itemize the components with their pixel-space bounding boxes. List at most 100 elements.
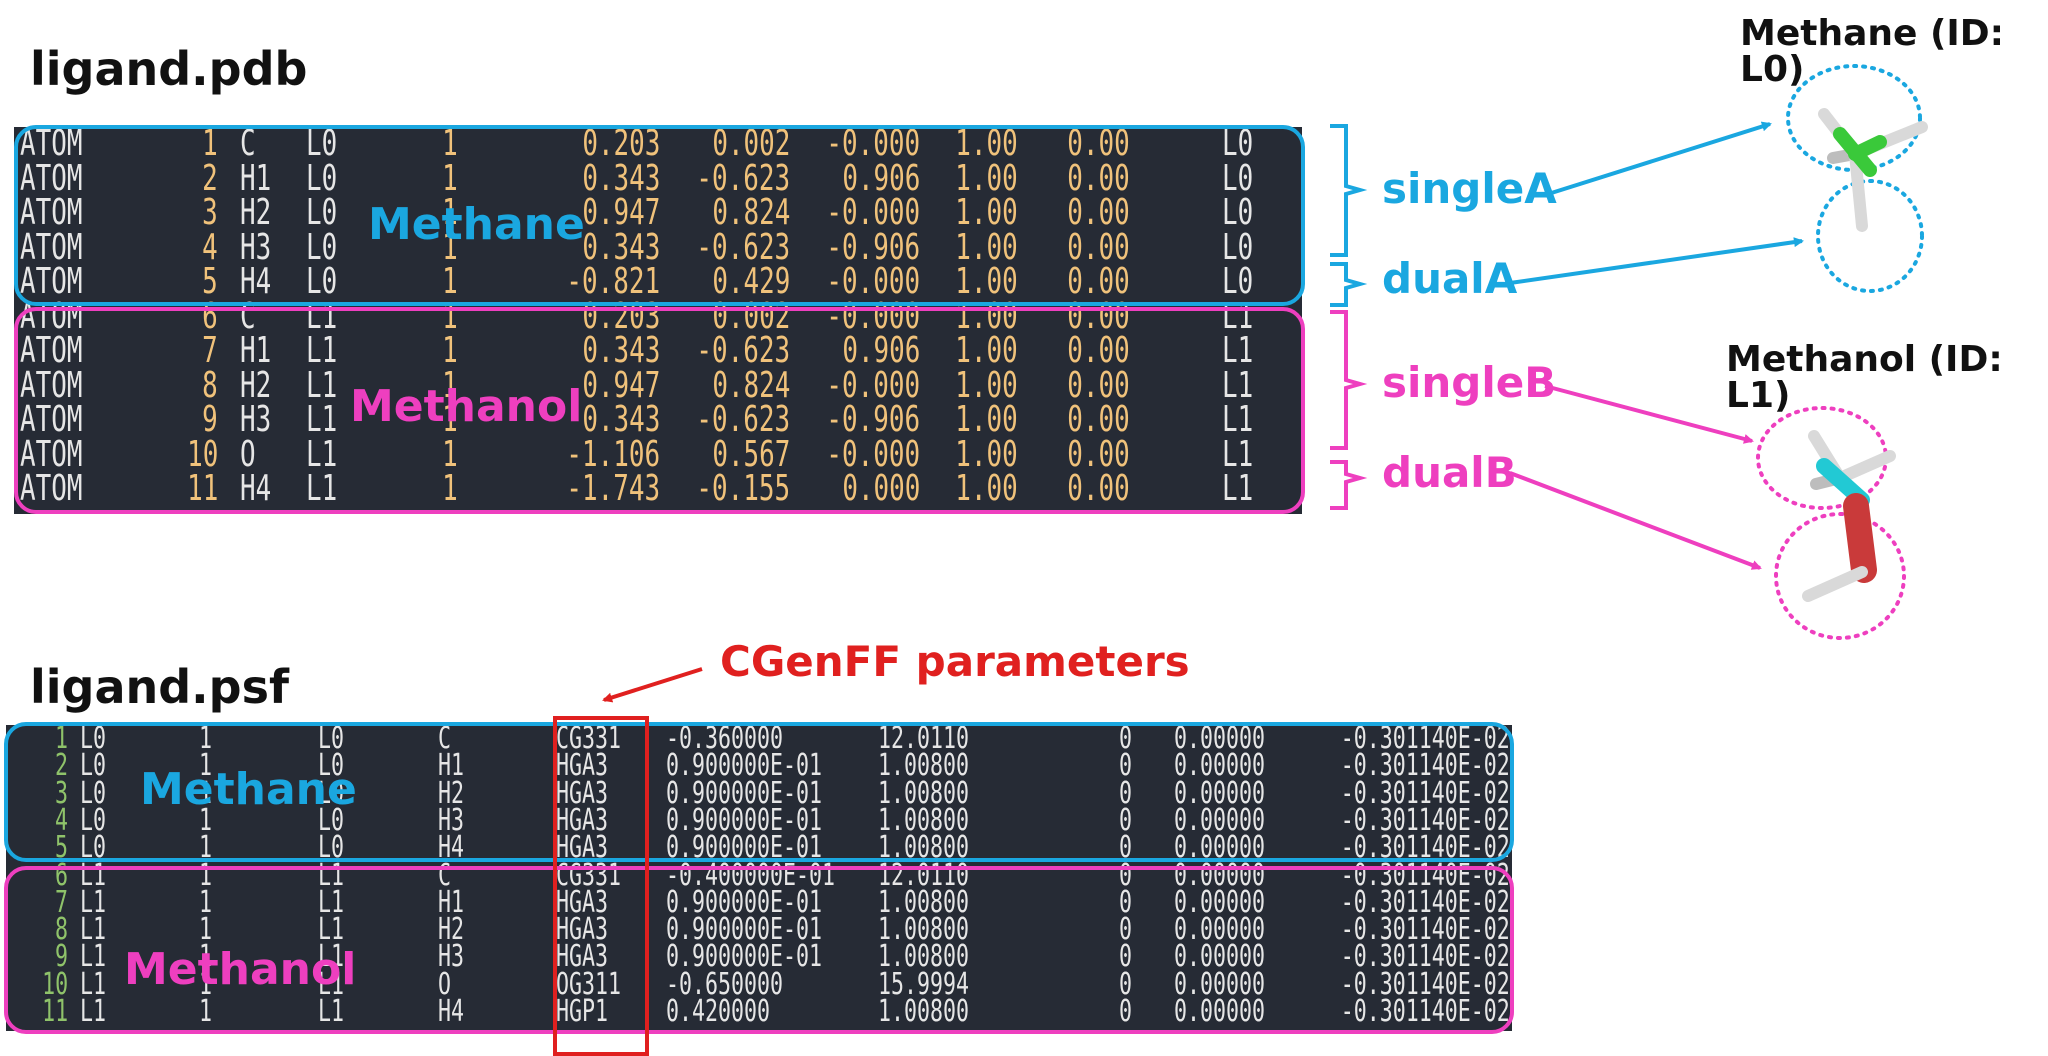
pdb-y-cell: 0.429 [711, 261, 790, 302]
psf-f1-cell: 0.00000 [1174, 830, 1266, 866]
psf-f2-cell: -0.301140E-02 [1340, 966, 1510, 1002]
pdb-occ-cell: 1.00 [955, 192, 1018, 233]
pdb-occ-cell: 1.00 [955, 468, 1018, 509]
psf-charge-cell: -0.400000E-01 [666, 857, 836, 893]
dualB-brace [1330, 460, 1368, 510]
psf-resname-cell: L1 [318, 884, 345, 920]
pdb-x-cell: 0.947 [581, 192, 660, 233]
psf-seg-cell: L1 [80, 966, 107, 1002]
pdb-res-cell: L1 [306, 330, 338, 371]
psf-f2-cell: -0.301140E-02 [1340, 994, 1510, 1029]
psf-mass-cell: 1.00800 [878, 775, 970, 811]
pdb-resseq-cell: 1 [442, 192, 458, 233]
psf-f2-cell: -0.301140E-02 [1340, 830, 1510, 866]
pdb-y-cell: -0.623 [696, 399, 790, 440]
psf-idx-cell: 1 [54, 725, 68, 756]
psf-resname-cell: L0 [318, 802, 345, 838]
psf-f2-cell: -0.301140E-02 [1340, 884, 1510, 920]
pdb-y-cell: 0.567 [711, 433, 790, 475]
psf-f1-cell: 0.00000 [1174, 939, 1266, 975]
psf-seg-cell: L1 [80, 939, 107, 975]
psf-imove-cell: 0 [1118, 884, 1132, 920]
pdb-resseq-cell: 1 [442, 330, 458, 371]
psf-seg-cell: L1 [80, 857, 107, 893]
psf-imove-cell: 0 [1118, 830, 1132, 866]
psf-atom-cell: H3 [438, 802, 465, 838]
psf-atom-cell: H1 [438, 884, 465, 920]
pdb-res-cell: L1 [306, 399, 338, 440]
pdb-seg-cell: L1 [1222, 330, 1254, 371]
psf-resid-cell: 1 [198, 939, 212, 975]
pdb-x-cell: 0.203 [581, 127, 660, 164]
methane-structure-title: Methane (ID: L0) [1740, 13, 2005, 90]
pdb-methanol-label: Methanol [350, 381, 583, 432]
psf-charge-cell: 0.900000E-01 [666, 802, 823, 838]
pdb-resseq-cell: 1 [442, 261, 458, 302]
psf-f1-cell: 0.00000 [1174, 775, 1266, 811]
pdb-resseq-cell: 1 [442, 364, 458, 406]
psf-resname-cell: L1 [318, 966, 345, 1002]
psf-f1-cell: 0.00000 [1174, 857, 1266, 893]
pdb-seg-cell: L0 [1222, 127, 1254, 164]
pdb-rec-cell: ATOM [20, 364, 83, 406]
dualA-arrow [1509, 237, 1804, 285]
psf-resid-cell: 1 [198, 775, 212, 811]
dualB-label: dualB [1382, 448, 1517, 497]
psf-methanol-group-box [4, 866, 1514, 1034]
psf-idx-cell: 10 [41, 966, 68, 1002]
psf-type-cell: HGA3 [556, 912, 609, 948]
pdb-title: ligand.pdb [30, 42, 308, 96]
psf-mass-cell: 1.00800 [878, 994, 970, 1029]
pdb-occ-cell: 1.00 [955, 399, 1018, 440]
psf-resname-cell: L1 [318, 857, 345, 893]
pdb-occ-cell: 1.00 [955, 226, 1018, 268]
psf-resid-cell: 1 [198, 830, 212, 866]
pdb-occ-cell: 1.00 [955, 261, 1018, 302]
psf-atom-cell: H1 [438, 748, 465, 784]
psf-f1-cell: 0.00000 [1174, 884, 1266, 920]
psf-charge-cell: 0.900000E-01 [666, 830, 823, 866]
psf-seg-cell: L0 [80, 748, 107, 784]
pdb-resseq-cell: 1 [442, 127, 458, 164]
pdb-y-cell: -0.623 [696, 157, 790, 199]
psf-atom-cell: C [438, 725, 452, 756]
pdb-serial-cell: 10 [186, 433, 218, 475]
pdb-seg-cell: L1 [1222, 399, 1254, 440]
pdb-resseq-cell: 1 [442, 399, 458, 440]
methanol-structure-title: Methanol (ID: L1) [1726, 339, 2003, 416]
psf-f1-cell: 0.00000 [1174, 912, 1266, 948]
pdb-serial-cell: 9 [202, 399, 218, 440]
pdb-res-cell: L0 [306, 127, 338, 164]
psf-f2-cell: -0.301140E-02 [1340, 775, 1510, 811]
pdb-resseq-cell: 1 [442, 433, 458, 475]
pdb-y-cell: 0.824 [711, 364, 790, 406]
pdb-bf-cell: 0.00 [1067, 364, 1130, 406]
psf-f2-cell: -0.301140E-02 [1340, 912, 1510, 948]
singleA-brace [1330, 124, 1368, 257]
pdb-bf-cell: 0.00 [1067, 330, 1130, 371]
pdb-bf-cell: 0.00 [1067, 433, 1130, 475]
psf-atom-cell: H4 [438, 994, 465, 1029]
psf-seg-cell: L0 [80, 802, 107, 838]
psf-idx-cell: 3 [54, 775, 68, 811]
psf-atom-cell: H4 [438, 830, 465, 866]
psf-type-cell: HGA3 [556, 939, 609, 975]
pdb-rec-cell: ATOM [20, 192, 83, 233]
pdb-name-cell: H3 [240, 226, 272, 268]
pdb-y-cell: -0.155 [696, 468, 790, 509]
pdb-y-cell: 0.824 [711, 192, 790, 233]
pdb-seg-cell: L0 [1222, 157, 1254, 199]
pdb-name-cell: H4 [240, 468, 272, 509]
pdb-z-cell: -0.000 [826, 261, 920, 302]
psf-idx-cell: 4 [54, 802, 68, 838]
pdb-bf-cell: 0.00 [1067, 157, 1130, 199]
pdb-serial-cell: 3 [202, 192, 218, 233]
pdb-y-cell: -0.623 [696, 330, 790, 371]
methanol-dualB-region [1774, 512, 1906, 640]
